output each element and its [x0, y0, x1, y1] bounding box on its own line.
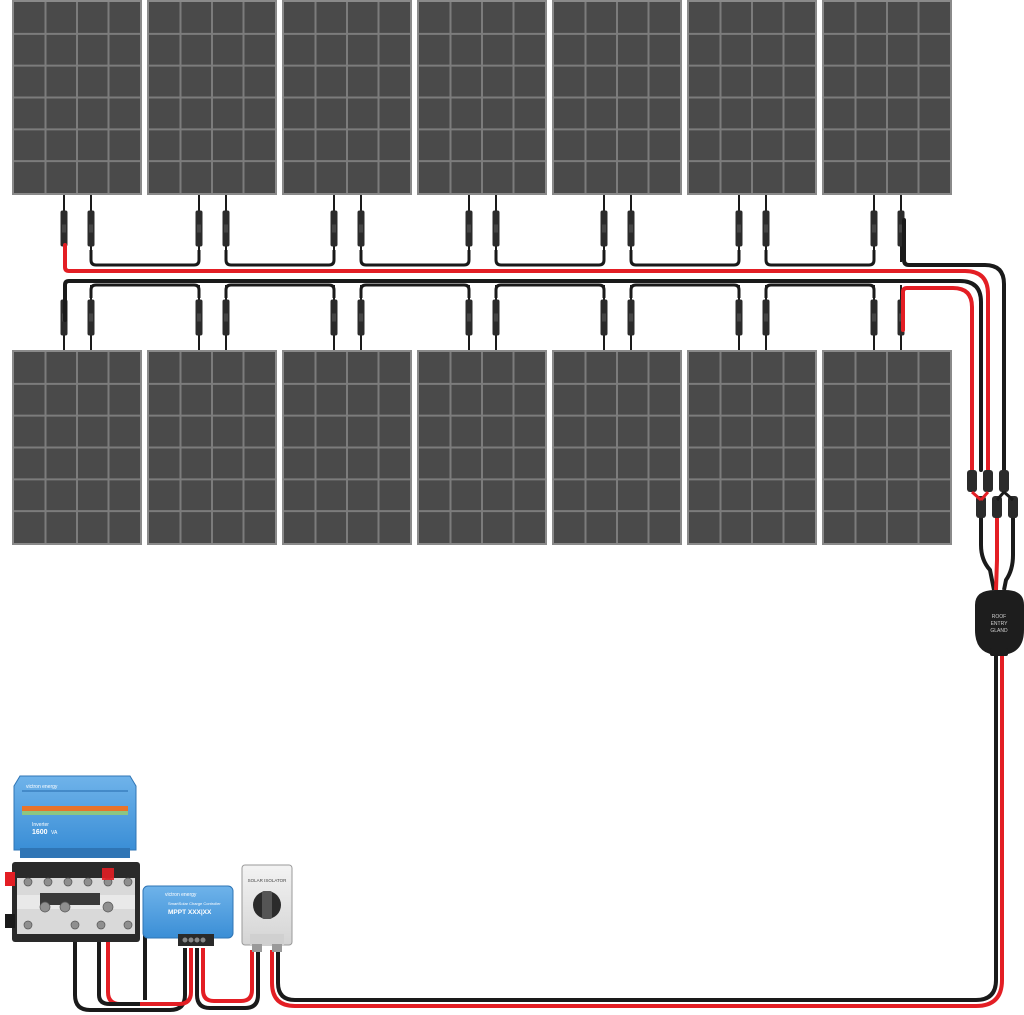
- solar-panel: [552, 350, 682, 545]
- gland-label-3: GLAND: [990, 628, 1008, 634]
- homerun-cables: [63, 218, 1006, 472]
- inverter-rating: 1600: [32, 829, 48, 836]
- roof-entry-gland: ROOF ENTRY GLAND: [975, 590, 1024, 656]
- inverter-rating-suffix: VA: [51, 830, 58, 836]
- gland-label-1: ROOF: [992, 614, 1006, 620]
- mppt-charge-controller: victron energy SmartSolar Charge Control…: [142, 885, 234, 946]
- series-cables: [89, 250, 876, 298]
- mppt-subtitle: SmartSolar Charge Controller: [168, 901, 221, 906]
- solar-panel: [552, 0, 682, 195]
- bottom-panel-row: [12, 350, 952, 545]
- mppt-model: MPPT XXX|XX: [168, 909, 212, 916]
- inverter-status-bar: [22, 806, 128, 811]
- inverter-model: Inverter: [32, 822, 49, 828]
- series-link-bottom: [359, 283, 471, 298]
- bottom-string-negative-homerun: [63, 279, 983, 472]
- series-link-top: [359, 250, 471, 267]
- mppt-brand: victron energy: [165, 892, 197, 898]
- top-panel-row: [12, 0, 952, 195]
- series-link-bottom: [494, 283, 606, 298]
- series-link-top: [764, 250, 876, 267]
- solar-panel: [282, 350, 412, 545]
- inverter-brand: victron energy: [26, 784, 58, 790]
- series-link-top: [89, 250, 201, 267]
- isolator-mppt-cables: [195, 948, 260, 1010]
- series-link-bottom: [89, 283, 201, 298]
- main-feed-negative: [276, 656, 998, 1002]
- top-string-negative-homerun: [902, 218, 1006, 472]
- parallel-branch-connectors: [967, 470, 1018, 591]
- solar-panel: [417, 350, 547, 545]
- solar-panel: [12, 0, 142, 195]
- solar-panel: [417, 0, 547, 195]
- solar-panel: [822, 0, 952, 195]
- series-link-top: [224, 250, 336, 267]
- gland-label-2: ENTRY: [991, 621, 1009, 627]
- solar-panel: [12, 350, 142, 545]
- series-link-bottom: [764, 283, 876, 298]
- bottom-string-positive-homerun: [901, 286, 974, 472]
- solar-panel: [147, 0, 277, 195]
- series-link-top: [494, 250, 606, 267]
- series-link-bottom: [224, 283, 336, 298]
- solar-panel: [282, 0, 412, 195]
- solar-panel: [147, 350, 277, 545]
- series-link-bottom: [629, 283, 741, 298]
- main-feed-cables: [270, 656, 1004, 1008]
- solar-panel: [822, 350, 952, 545]
- isolator-label: SOLAR ISOLATOR: [248, 878, 288, 883]
- solar-isolator: SOLAR ISOLATOR: [241, 864, 293, 952]
- busbar-block: [5, 862, 140, 942]
- solar-panel: [687, 0, 817, 195]
- inverter: victron energy Inverter 1600 VA: [13, 775, 137, 858]
- top-string-positive-homerun: [63, 243, 990, 472]
- series-link-top: [629, 250, 741, 267]
- main-feed-positive: [270, 656, 1004, 1008]
- solar-panel: [687, 350, 817, 545]
